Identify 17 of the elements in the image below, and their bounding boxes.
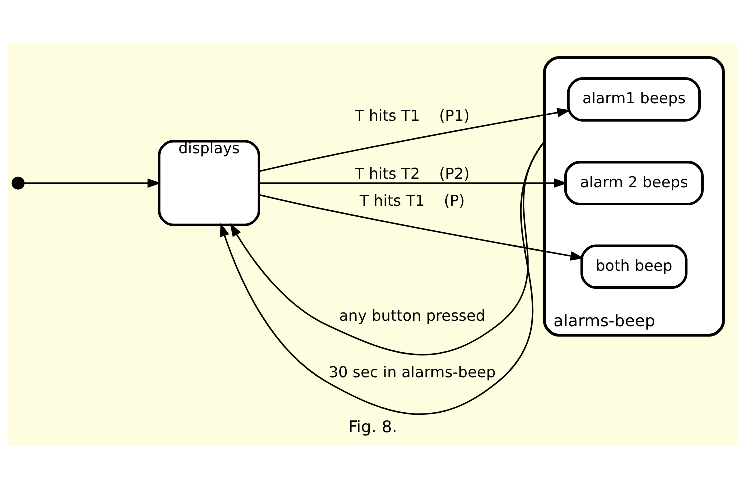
arrow: [220, 141, 546, 415]
edge-label: 30 sec in alarms-beep: [328, 364, 496, 382]
arrow: [259, 178, 568, 188]
edge-label: any button pressed: [339, 306, 486, 325]
arrow: [24, 178, 162, 188]
node-box: displays: [158, 140, 260, 226]
node-box: both beep: [580, 244, 688, 290]
node-box: alarm1 beeps: [567, 78, 702, 122]
caption: Fig. 8.: [348, 417, 398, 436]
arrow: [230, 141, 546, 356]
node-circle: [12, 176, 25, 190]
edge-label: T hits T2 (P2): [355, 165, 470, 184]
node-box: alarm 2 beeps: [564, 161, 704, 206]
arrow: [259, 108, 571, 172]
edge-label: T hits T1 (P): [360, 192, 466, 210]
arrow: [259, 194, 584, 261]
edge-label: T hits T1 (P1): [355, 107, 470, 126]
